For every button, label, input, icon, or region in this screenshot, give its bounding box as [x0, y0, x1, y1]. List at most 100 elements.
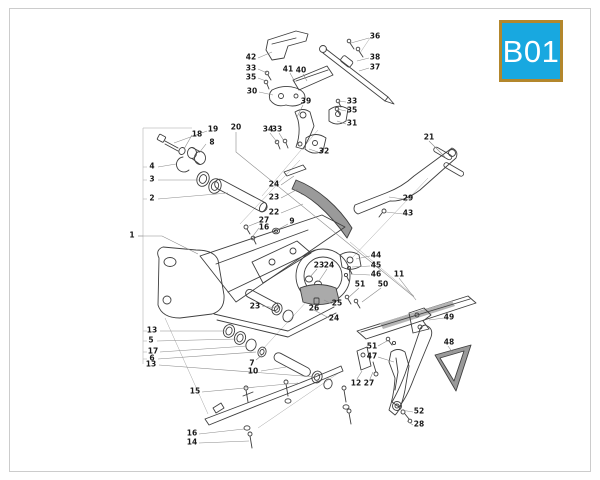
callout-leader: [269, 132, 278, 143]
side-plate-48-inner: [439, 350, 465, 382]
callout-33[interactable]: 33: [347, 97, 357, 106]
callout-leader: [198, 428, 245, 435]
plate-12: [356, 346, 372, 371]
callout-21[interactable]: 21: [424, 133, 434, 142]
bracket-31: [328, 105, 349, 125]
callout-9[interactable]: 9: [289, 217, 294, 226]
callout-leader: [358, 67, 370, 72]
bolts-45-46: [343, 265, 353, 282]
torque-rod-37: [319, 45, 395, 105]
callout-45[interactable]: 45: [371, 261, 381, 270]
callout-19[interactable]: 19: [208, 125, 218, 134]
callout-20[interactable]: 20: [231, 123, 241, 132]
callout-24[interactable]: 24: [269, 180, 279, 189]
callout-15[interactable]: 15: [190, 387, 200, 396]
callout-30[interactable]: 30: [247, 87, 257, 96]
callout-leader: [349, 273, 371, 276]
callout-8[interactable]: 8: [209, 138, 214, 147]
callout-leader: [198, 440, 250, 444]
callout-leader: [318, 268, 328, 282]
callout-7[interactable]: 7: [249, 359, 254, 368]
callout-leader: [235, 132, 415, 298]
cover-strip-11: [356, 295, 477, 340]
callout-42[interactable]: 42: [246, 53, 256, 62]
callout-43[interactable]: 43: [403, 209, 413, 218]
callout-34[interactable]: 34: [263, 125, 273, 134]
callout-51[interactable]: 51: [367, 342, 377, 351]
callout-14[interactable]: 14: [187, 438, 197, 447]
callout-13[interactable]: 13: [147, 326, 157, 335]
callout-29[interactable]: 29: [403, 194, 413, 203]
support-arm-eye-inner: [394, 403, 400, 409]
callout-10[interactable]: 10: [248, 367, 258, 376]
chain-guide-47: [388, 349, 410, 416]
callout-24[interactable]: 24: [329, 314, 339, 323]
callout-33[interactable]: 33: [272, 125, 282, 134]
callout-27[interactable]: 27: [364, 379, 374, 388]
callout-22[interactable]: 22: [269, 208, 279, 217]
callout-26[interactable]: 26: [309, 304, 319, 313]
callout-47[interactable]: 47: [367, 352, 377, 361]
support-arm-eye: [392, 401, 402, 411]
callout-35[interactable]: 35: [347, 106, 357, 115]
callout-31[interactable]: 31: [347, 119, 357, 128]
callout-44[interactable]: 44: [371, 251, 381, 260]
brake-arm-29: [353, 147, 458, 215]
callout-4[interactable]: 4: [149, 162, 154, 171]
callout-49[interactable]: 49: [444, 313, 454, 322]
callout-23[interactable]: 23: [269, 193, 279, 202]
callout-13[interactable]: 13: [146, 360, 156, 369]
callout-5[interactable]: 5: [148, 336, 153, 345]
callout-1[interactable]: 1: [129, 231, 134, 240]
callout-leader: [388, 196, 404, 200]
callout-leader: [428, 317, 445, 321]
callout-39[interactable]: 39: [301, 97, 311, 106]
callout-11[interactable]: 11: [394, 270, 404, 279]
callout-23[interactable]: 23: [314, 261, 324, 270]
callout-38[interactable]: 38: [370, 53, 380, 62]
callout-41[interactable]: 41: [283, 65, 293, 74]
callout-35[interactable]: 35: [246, 73, 256, 82]
callout-27[interactable]: 27: [259, 216, 269, 225]
page-frame: [9, 8, 591, 472]
callout-leader: [309, 268, 318, 278]
callout-28[interactable]: 28: [414, 420, 424, 429]
rod-bolts-36: [346, 38, 364, 58]
callout-16[interactable]: 16: [259, 223, 269, 232]
callout-52[interactable]: 52: [414, 407, 424, 416]
callout-36[interactable]: 36: [370, 32, 380, 41]
callout-18[interactable]: 18: [192, 130, 202, 139]
bracket-42: [265, 30, 309, 61]
callout-32[interactable]: 32: [319, 147, 329, 156]
callout-25[interactable]: 25: [332, 299, 342, 308]
callout-leader: [276, 223, 289, 231]
callout-leader: [280, 175, 295, 186]
callout-leader: [351, 265, 371, 268]
callout-3[interactable]: 3: [149, 175, 154, 184]
bracket-44: [339, 251, 362, 270]
callout-48[interactable]: 48: [444, 338, 454, 347]
callout-leader: [336, 120, 347, 125]
callout-leader: [158, 364, 317, 378]
callout-leader: [356, 57, 370, 62]
callout-37[interactable]: 37: [370, 63, 380, 72]
callout-51[interactable]: 51: [355, 280, 365, 289]
callout-24[interactable]: 24: [324, 261, 334, 270]
callout-2[interactable]: 2: [149, 194, 154, 203]
callout-12[interactable]: 12: [351, 379, 361, 388]
callout-leader: [252, 227, 260, 237]
callout-50[interactable]: 50: [378, 280, 388, 289]
callout-leader: [308, 148, 319, 153]
callout-23[interactable]: 23: [250, 302, 260, 311]
callout-16[interactable]: 16: [187, 429, 197, 438]
lever-30: [268, 85, 306, 107]
bolts-33-35-left: [263, 70, 272, 90]
bracket-49-hole1: [414, 312, 420, 318]
callout-leader: [257, 77, 267, 82]
callout-17[interactable]: 17: [148, 347, 158, 356]
callout-40[interactable]: 40: [296, 66, 306, 75]
callout-6[interactable]: 6: [149, 354, 154, 363]
callout-33[interactable]: 33: [246, 64, 256, 73]
lever-hole: [293, 93, 299, 99]
callout-46[interactable]: 46: [371, 270, 381, 279]
